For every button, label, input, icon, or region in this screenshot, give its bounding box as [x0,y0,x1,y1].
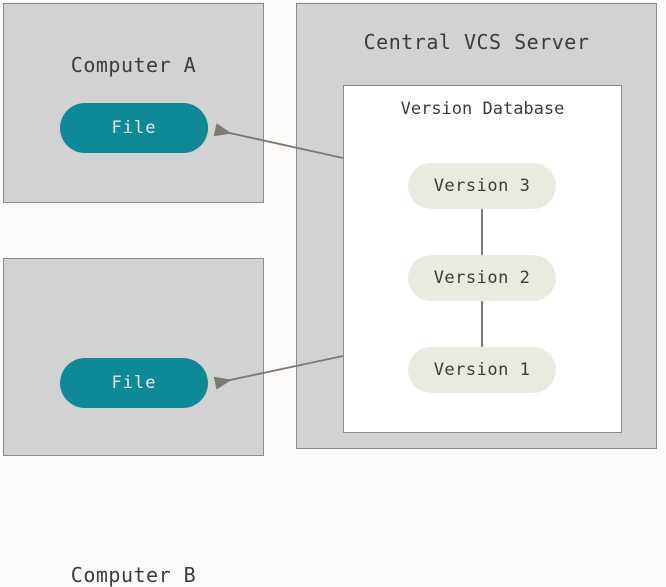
computer-b-panel: Computer B [3,258,264,587]
version-connector-2-1 [481,301,483,347]
version-connector-3-2 [481,209,483,255]
computer-a-label: Computer A [70,53,197,77]
computer-a-panel: Computer A [3,3,264,203]
version-node-1[interactable]: Version 1 [408,347,556,393]
computer-b-label: Computer B [70,563,197,587]
version-node-2[interactable]: Version 2 [408,255,556,301]
central-vcs-server-label: Central VCS Server [363,30,590,54]
diagram-canvas: Computer A Computer B Central VCS Server… [3,3,657,587]
file-node-computer-a[interactable]: File [60,103,208,153]
version-node-3[interactable]: Version 3 [408,163,556,209]
file-node-computer-b[interactable]: File [60,358,208,408]
version-database-label: Version Database [400,99,565,119]
